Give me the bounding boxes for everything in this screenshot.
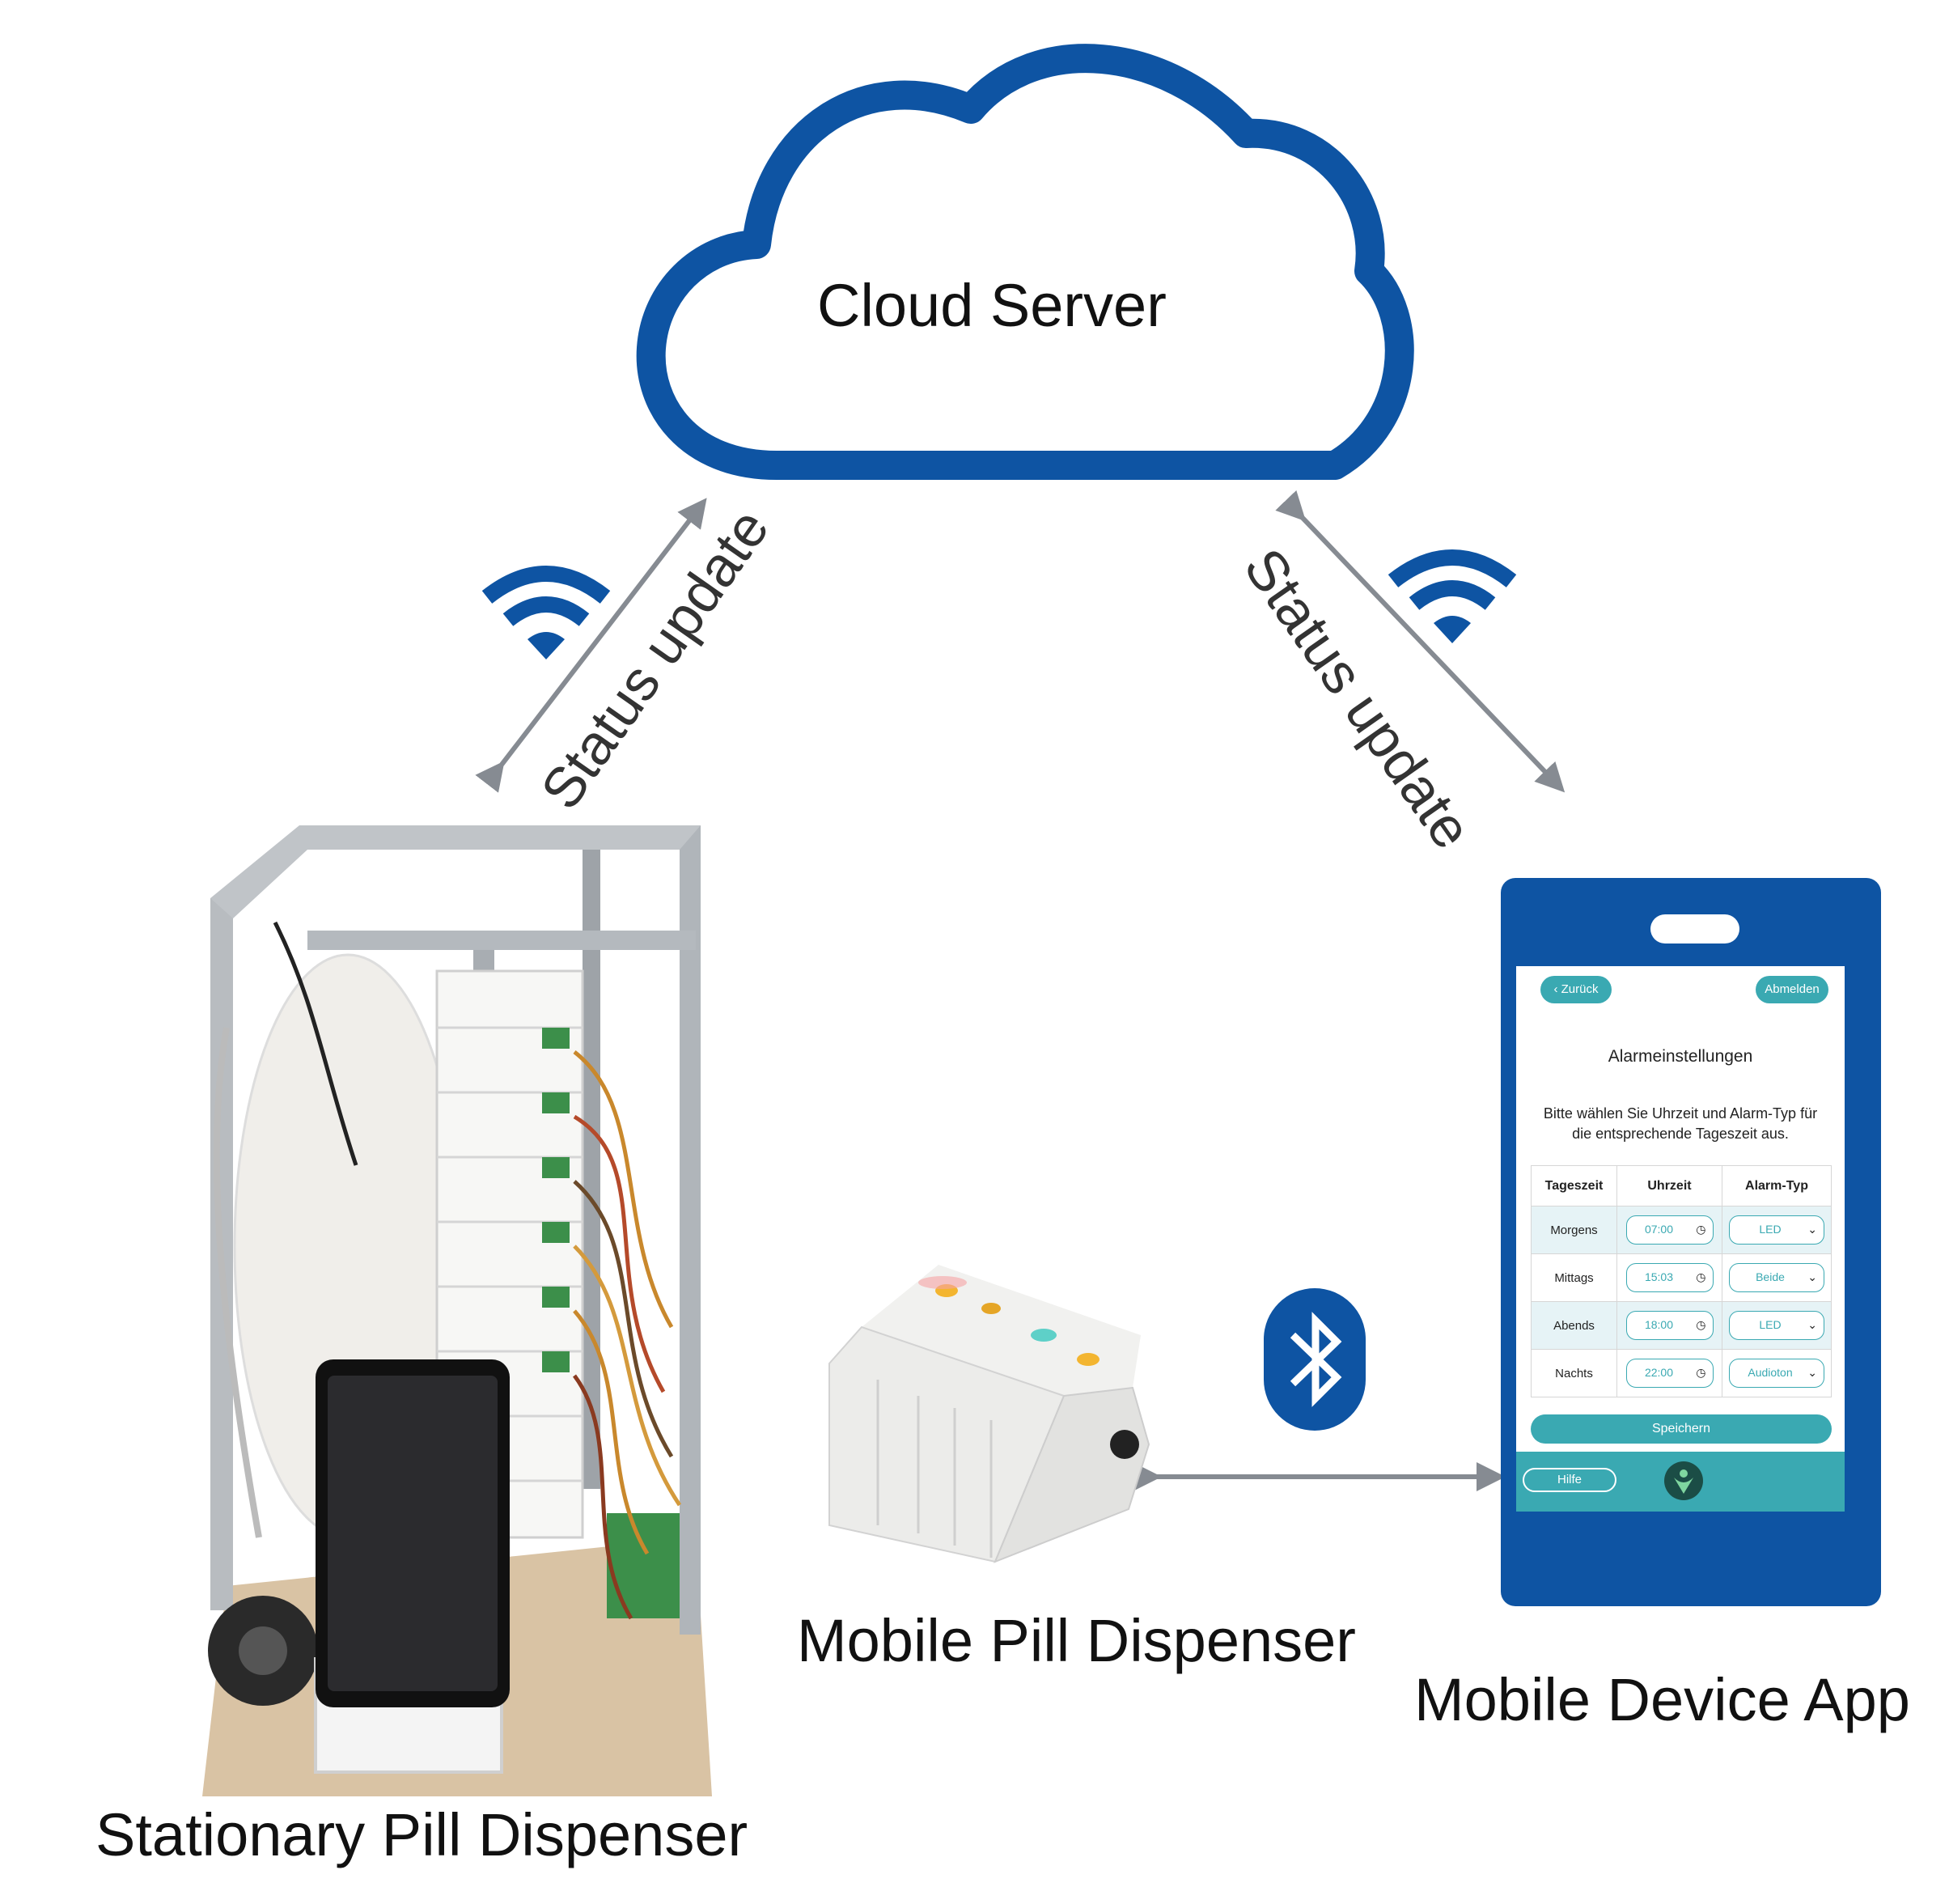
help-button[interactable]: Hilfe <box>1523 1468 1616 1492</box>
cloud-server-label: Cloud Server <box>817 272 1167 339</box>
alarm-type-select[interactable]: LED⌄ <box>1729 1311 1824 1340</box>
mobile-dispenser-photo <box>828 1265 1150 1563</box>
page-description: Bitte wählen Sie Uhrzeit und Alarm-Typ f… <box>1543 1105 1818 1142</box>
time-input[interactable]: 22:00◷ <box>1625 1359 1714 1388</box>
clock-icon: ◷ <box>1696 1223 1706 1236</box>
time-input[interactable]: 15:03◷ <box>1625 1263 1714 1292</box>
daytime-cell: Mittags <box>1531 1253 1617 1302</box>
chevron-down-icon: ⌄ <box>1807 1318 1817 1331</box>
table-row: Abends 18:00◷ LED⌄ <box>1531 1301 1832 1350</box>
mobile-dispenser-label: Mobile Pill Dispenser <box>797 1607 1356 1674</box>
clock-icon: ◷ <box>1696 1318 1706 1331</box>
left-status-arrow <box>475 498 707 793</box>
table-row: Morgens 07:00◷ LED⌄ <box>1531 1206 1832 1254</box>
daytime-cell: Morgens <box>1531 1206 1617 1254</box>
alarm-type-select[interactable]: Beide⌄ <box>1729 1263 1824 1292</box>
table-row: Mittags 15:03◷ Beide⌄ <box>1531 1253 1832 1302</box>
app-footer: Hilfe <box>1516 1452 1845 1512</box>
time-input[interactable]: 07:00◷ <box>1625 1215 1714 1245</box>
app-logo-icon <box>1664 1461 1703 1500</box>
mobile-app-label: Mobile Device App <box>1414 1666 1910 1733</box>
app-screen: ‹ Zurück Abmelden Alarmeinstellungen Bit… <box>1516 966 1845 1512</box>
page-title: Alarmeinstellungen <box>1608 1047 1753 1066</box>
chevron-down-icon: ⌄ <box>1807 1270 1817 1283</box>
time-input[interactable]: 18:00◷ <box>1625 1311 1714 1340</box>
cloud-icon <box>636 44 1414 480</box>
phone-speaker-slot <box>1650 914 1739 944</box>
clock-icon: ◷ <box>1696 1270 1706 1283</box>
clock-icon: ◷ <box>1696 1366 1706 1379</box>
alarm-type-select[interactable]: Audioton⌄ <box>1729 1359 1824 1388</box>
wifi-icon <box>481 566 611 659</box>
stationary-dispenser-label: Stationary Pill Dispenser <box>95 1801 748 1868</box>
daytime-cell: Nachts <box>1531 1349 1617 1397</box>
alarm-table: Tageszeit Uhrzeit Alarm-Typ Morgens 07:0… <box>1531 1165 1832 1397</box>
chevron-down-icon: ⌄ <box>1807 1366 1817 1379</box>
bluetooth-icon <box>1264 1288 1366 1431</box>
logout-button[interactable]: Abmelden <box>1756 976 1828 1003</box>
table-row: Nachts 22:00◷ Audioton⌄ <box>1531 1349 1832 1397</box>
right-status-arrow <box>1275 490 1566 793</box>
stationary-dispenser-photo <box>202 825 712 1796</box>
save-button[interactable]: Speichern <box>1531 1414 1832 1444</box>
alarm-type-select[interactable]: LED⌄ <box>1729 1215 1824 1245</box>
column-header-type: Alarm-Typ <box>1722 1165 1832 1206</box>
chevron-down-icon: ⌄ <box>1807 1223 1817 1236</box>
back-button[interactable]: ‹ Zurück <box>1540 976 1612 1003</box>
daytime-cell: Abends <box>1531 1301 1617 1350</box>
column-header-time: Uhrzeit <box>1616 1165 1722 1206</box>
column-header-daytime: Tageszeit <box>1531 1165 1617 1206</box>
wifi-icon <box>1388 549 1517 643</box>
